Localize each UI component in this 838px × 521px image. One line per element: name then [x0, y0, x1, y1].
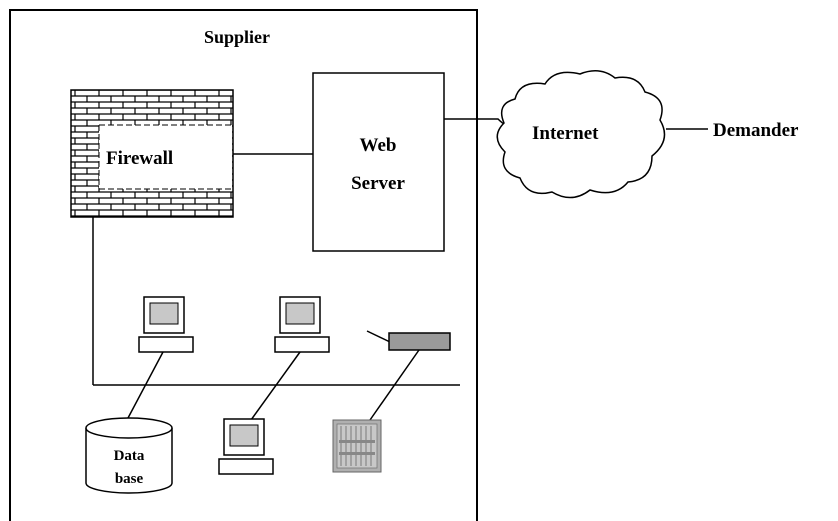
internet-label: Internet [532, 123, 599, 144]
web-server: Web Server [312, 72, 445, 252]
desktop-computer-icon [218, 418, 274, 475]
database-label-line2: base [115, 471, 144, 487]
firewall-label: Firewall [106, 148, 173, 169]
server-rack-icon [332, 419, 382, 473]
internet-cloud: Internet [496, 70, 666, 199]
network-device [366, 330, 451, 351]
web-server-label-line1: Web [360, 135, 397, 156]
supplier-boundary [9, 9, 478, 521]
firewall: Firewall [70, 89, 234, 218]
workstation-1 [138, 296, 194, 353]
workstation-2 [274, 296, 330, 353]
network-device-icon [388, 332, 451, 351]
workstation-3 [218, 418, 274, 475]
supplier-label: Supplier [204, 27, 270, 47]
network-device-link [369, 349, 420, 421]
desktop-computer-icon [274, 296, 330, 353]
workstation-2-link [250, 351, 301, 421]
demander-label: Demander [713, 120, 799, 141]
cloud-icon [496, 70, 666, 199]
database-label-line1: Data [114, 448, 145, 464]
database: Data base [85, 417, 173, 494]
database-cylinder-icon [85, 428, 173, 494]
server-rack [332, 419, 382, 473]
desktop-computer-icon [138, 296, 194, 353]
workstation-1-link [127, 351, 164, 419]
web-server-label-line2: Server [351, 173, 405, 194]
